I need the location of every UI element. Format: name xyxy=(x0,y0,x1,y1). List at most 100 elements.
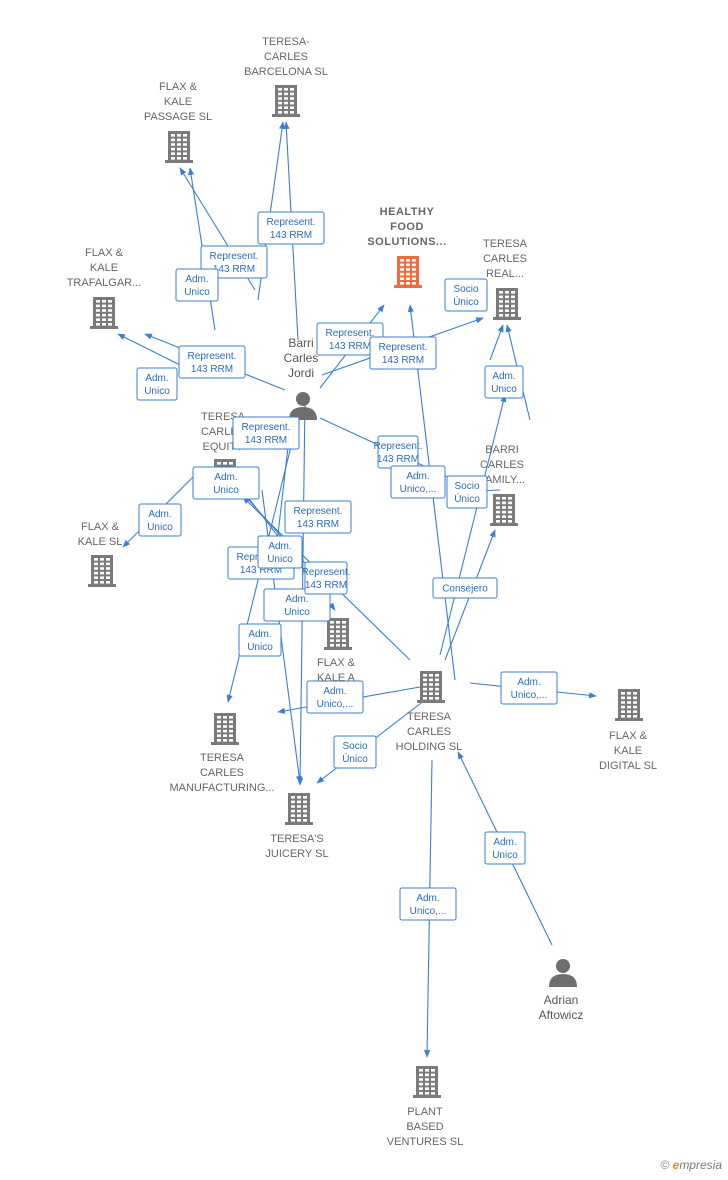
node-label-line: TERESA xyxy=(407,711,452,723)
edge-label-text: Unico xyxy=(284,607,310,618)
edge-label-text: Represent. xyxy=(379,342,428,353)
edge-label-box xyxy=(257,211,325,245)
node-flax-digital[interactable]: FLAX & KALE DIGITAL SL xyxy=(599,689,657,772)
edge-label-e22[interactable]: Adm. Unico xyxy=(238,623,282,657)
edge-label-box xyxy=(136,367,178,401)
brand-name: mpresia xyxy=(679,1158,722,1172)
node-label-line: Carles xyxy=(284,351,319,365)
edge-label-text: Represent. xyxy=(326,328,375,339)
building-icon xyxy=(285,793,313,825)
edge-label-e7[interactable]: Represent.143 RRM xyxy=(369,336,437,370)
node-label-line: MANUFACTURING... xyxy=(169,782,274,794)
copyright-symbol: © xyxy=(660,1158,670,1172)
edge-label-e4[interactable]: Represent.143 RRM xyxy=(316,322,384,356)
edge-label-e19[interactable]: Adm. Unico xyxy=(263,588,331,622)
edge-label-e12[interactable]: Adm.Unico xyxy=(192,466,260,500)
edge-label-e20[interactable]: Represent.143 RRM xyxy=(302,561,351,595)
edge-label-text: Unico xyxy=(144,386,170,397)
edge-label-box xyxy=(138,503,182,537)
edge-label-box xyxy=(444,278,488,312)
edge-label-box xyxy=(369,336,437,370)
node-label-line: FOOD xyxy=(390,221,424,233)
node-label-line: SOLUTIONS... xyxy=(367,236,446,248)
edge-label-text: Adm. xyxy=(268,541,291,552)
edge-label-text: Represent. xyxy=(267,217,316,228)
edge-label-e3[interactable]: Adm.Unico xyxy=(175,268,219,302)
empresia-brand[interactable]: © empresia xyxy=(660,1158,722,1172)
edge-label-e27[interactable]: Adm.Unico,... xyxy=(399,887,457,921)
edge-label-box xyxy=(333,735,377,769)
edge-label-box xyxy=(257,535,303,569)
edge-label-e14[interactable]: Adm.Unico,... xyxy=(390,465,446,499)
edge-label-text: 143 RRM xyxy=(270,230,312,241)
edge-label-text: Represent. xyxy=(210,251,259,262)
edge-label-e21[interactable]: Consejero xyxy=(432,577,498,599)
node-barri-family[interactable]: BARRICARLESFAMILY... xyxy=(479,444,525,526)
edge-label-text: Represent. xyxy=(294,506,343,517)
building-icon xyxy=(493,288,521,320)
edge-label-text: 143 RRM xyxy=(191,364,233,375)
node-label-line: PLANT xyxy=(407,1106,443,1118)
node-label-line: FLAX & xyxy=(159,81,198,93)
edge-label-e11[interactable]: Represent.143 RRM xyxy=(374,435,423,469)
edge-label-e16[interactable]: Represent.143 RRM xyxy=(284,500,352,534)
node-label-line: DIGITAL SL xyxy=(599,760,657,772)
edge-label-box xyxy=(484,365,524,399)
node-label-line: CARLES xyxy=(264,51,308,63)
node-teresa-real[interactable]: TERESACARLESREAL... xyxy=(483,238,528,320)
edge-label-text: Adm. xyxy=(248,629,271,640)
edge-label-text: Adm. xyxy=(285,594,308,605)
node-label-line: TRAFALGAR... xyxy=(67,277,142,289)
edge-label-e24[interactable]: Adm.Unico,... xyxy=(306,680,364,714)
building-icon xyxy=(490,494,518,526)
edge-label-text: Unico xyxy=(267,554,293,565)
edge-label-text: Unico xyxy=(491,384,517,395)
node-label-line: CARLES xyxy=(483,253,527,265)
node-label-line: BARCELONA SL xyxy=(244,66,328,78)
building-icon xyxy=(272,85,300,117)
edge-label-e10[interactable]: Represent.143 RRM xyxy=(232,416,300,450)
edge-label-e5[interactable]: Adm. Unico xyxy=(136,367,178,401)
edge-label-e6[interactable]: Represent.143 RRM xyxy=(178,345,246,379)
node-label-line: KALE xyxy=(614,745,642,757)
building-icon xyxy=(394,256,422,288)
edge-label-e13[interactable]: Adm.Unico xyxy=(138,503,182,537)
edge-label-text: Adm. xyxy=(145,373,168,384)
edge-label-text: Unico,... xyxy=(511,690,548,701)
edge-label-e1[interactable]: Represent. 143 RRM xyxy=(257,211,325,245)
edge-label-text: Unico xyxy=(147,522,173,533)
node-healthy-food[interactable]: HEALTHYFOODSOLUTIONS... xyxy=(367,206,446,288)
node-label-line: KALE xyxy=(90,262,118,274)
node-flax-trafalgar[interactable]: FLAX &KALETRAFALGAR... xyxy=(67,247,142,329)
edge-line-9 xyxy=(489,324,504,361)
node-teresa-manufacturing[interactable]: TERESACARLESMANUFACTURING... xyxy=(169,713,275,794)
edge-label-e18[interactable]: Adm. Unico xyxy=(257,535,303,569)
node-label-line: Adrian xyxy=(544,993,579,1007)
edge-label-box xyxy=(178,345,246,379)
node-flax-kale[interactable]: FLAX &KALE SL xyxy=(78,521,123,587)
edge-label-text: Unico xyxy=(247,642,273,653)
edge-label-e26[interactable]: Adm.Unico xyxy=(484,831,526,865)
edge-label-text: 143 RRM xyxy=(240,565,282,576)
edge-label-e23[interactable]: Adm.Unico,... xyxy=(500,671,558,705)
edge-label-text: Adm. xyxy=(492,371,515,382)
node-label-line: Aftowicz xyxy=(539,1008,584,1022)
edge-label-text: 143 RRM xyxy=(305,580,347,591)
edge-label-text: Represent. xyxy=(242,422,291,433)
node-label-line: TERESA xyxy=(483,238,528,250)
edge-label-e9[interactable]: Adm. Unico xyxy=(484,365,524,399)
node-label-line: FLAX & xyxy=(609,730,648,742)
edge-label-text: Socio xyxy=(454,481,479,492)
edge-label-text: 143 RRM xyxy=(377,454,419,465)
